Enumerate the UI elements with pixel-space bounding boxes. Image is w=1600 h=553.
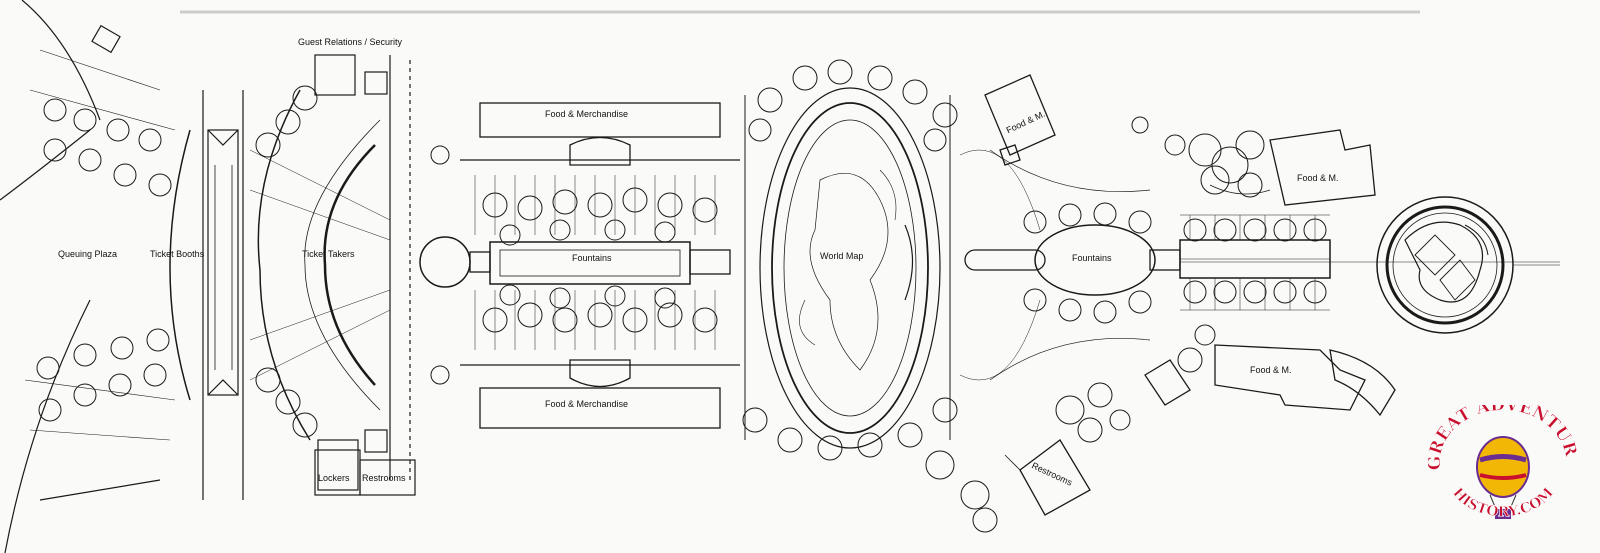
food-merchandise-top-label: Food & Merchandise (545, 109, 629, 119)
food-merchandise-block (419, 102, 740, 429)
ticket-booth-ladder (214, 165, 233, 370)
restrooms-left-label: Restrooms (362, 473, 406, 483)
queuing-plaza-label: Queuing Plaza (58, 249, 118, 259)
ticket-booth-strip (202, 90, 244, 500)
great-adventure-history-logo: GREAT ADVENTURE HISTORY.COM (1421, 390, 1581, 535)
world-map-oval (744, 87, 951, 449)
right-fountain-promenade (959, 74, 1560, 516)
fountains-right-label: Fountains (1072, 253, 1112, 263)
fountains-left-label: Fountains (572, 253, 612, 263)
globe-circle (1376, 196, 1560, 334)
queuing-plaza (0, 0, 191, 553)
balloon-icon (1476, 436, 1530, 519)
ticket-takers-label: Ticket Takers (302, 249, 355, 259)
guest-relations-label: Guest Relations / Security (298, 37, 403, 47)
fountain-court-trees (482, 187, 718, 333)
lockers-restrooms-building (314, 449, 416, 496)
ticket-booths-label: Ticket Booths (150, 249, 205, 259)
ticket-takers-trees (255, 85, 450, 438)
plaza-trees (36, 98, 172, 422)
right-promenade-trees (1023, 116, 1327, 443)
world-map-trees (742, 59, 998, 533)
lockers-label: Lockers (318, 473, 350, 483)
food-m-top-right-label: Food & M. (1297, 173, 1339, 183)
ticket-takers-area (249, 54, 411, 491)
world-map-label: World Map (820, 251, 864, 261)
food-m-bottom-label: Food & M. (1250, 365, 1292, 375)
food-merchandise-bottom-label: Food & Merchandise (545, 399, 629, 409)
